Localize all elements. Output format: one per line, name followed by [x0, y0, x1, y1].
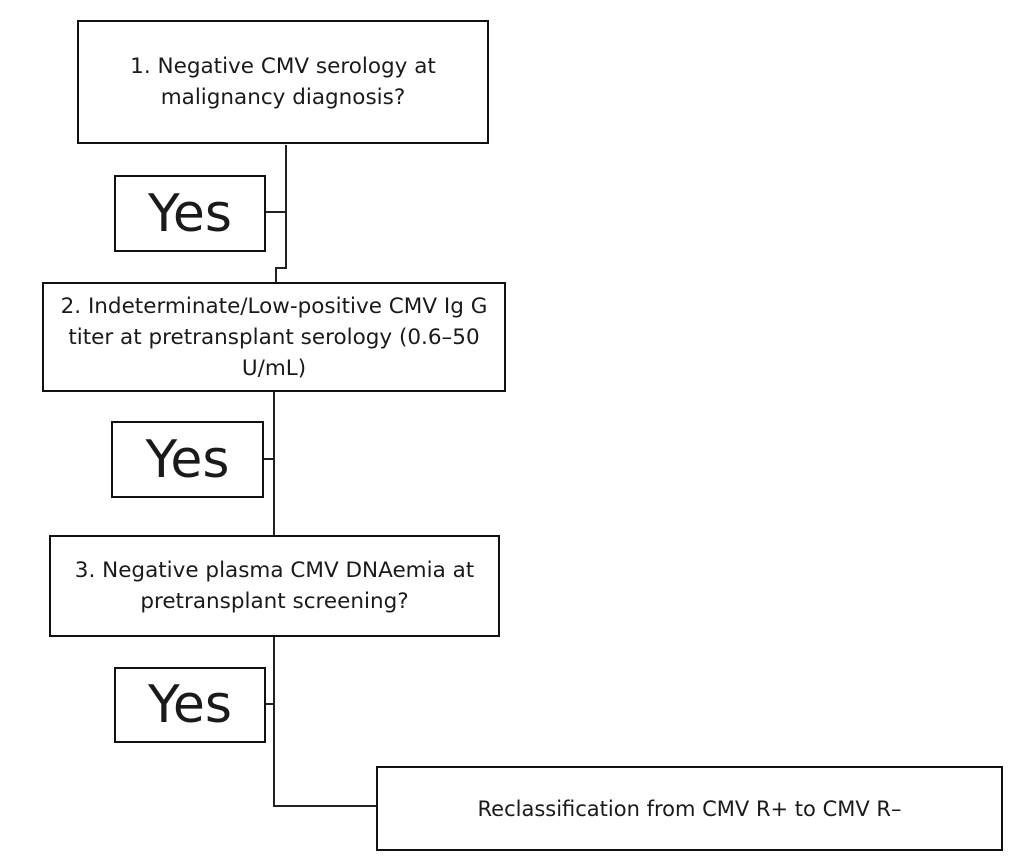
yes3-label: Yes	[148, 675, 232, 735]
yes1-box: Yes	[114, 175, 266, 252]
yes2-label: Yes	[145, 429, 230, 490]
step3-text: 3. Negative plasma CMV DNAemia at pretra…	[74, 558, 475, 614]
step1-box: 1. Negative CMV serology at malignancy d…	[77, 20, 489, 144]
connector-step3-outcome	[273, 636, 376, 807]
step3-box: 3. Negative plasma CMV DNAemia at pretra…	[49, 535, 500, 637]
step1-text: 1. Negative CMV serology at malignancy d…	[130, 54, 436, 110]
yes1-label: Yes	[148, 183, 232, 244]
connector-step1-step2	[275, 145, 287, 282]
outcome-text: Reclassification from CMV R+ to CMV R–	[477, 796, 902, 821]
step2-box: 2. Indeterminate/Low-positive CMV Ig G t…	[42, 282, 506, 392]
yes2-box: Yes	[111, 421, 264, 498]
yes3-box: Yes	[114, 667, 266, 743]
outcome-box: Reclassification from CMV R+ to CMV R–	[376, 766, 1003, 851]
step2-text: 2. Indeterminate/Low-positive CMV Ig G t…	[60, 293, 488, 381]
